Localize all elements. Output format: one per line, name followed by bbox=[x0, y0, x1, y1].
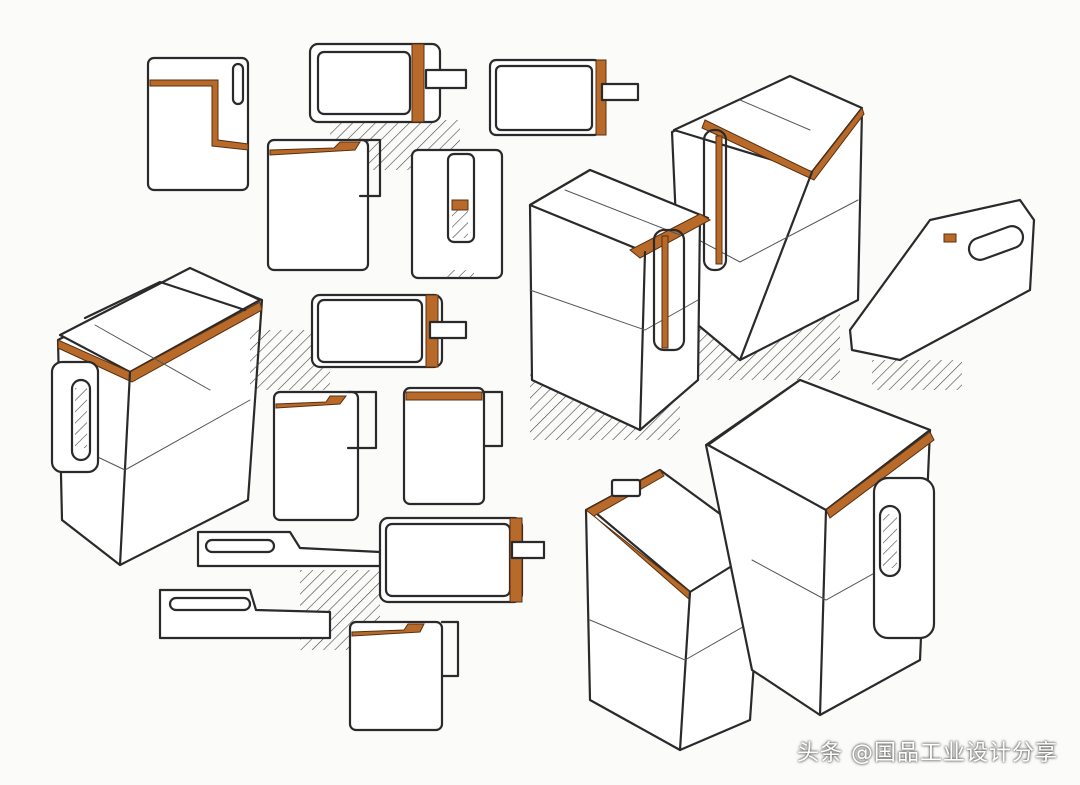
top-view-4 bbox=[378, 516, 546, 604]
perspective-center bbox=[528, 168, 712, 440]
perspective-tall bbox=[670, 74, 865, 380]
perspective-left bbox=[50, 266, 264, 567]
watermark-text: 头条 @国品工业设计分享 bbox=[797, 741, 1058, 766]
perspective-bottom-center bbox=[584, 468, 766, 752]
side-view-2 bbox=[266, 138, 382, 272]
side-view-4 bbox=[402, 386, 504, 506]
side-view-3 bbox=[272, 390, 378, 522]
perspective-bottom-right bbox=[704, 378, 936, 717]
handle-view-1 bbox=[196, 530, 382, 568]
top-view-2 bbox=[488, 58, 640, 137]
side-view-1 bbox=[146, 56, 250, 192]
perspective-handle bbox=[848, 198, 1036, 390]
top-view-3 bbox=[250, 293, 468, 390]
front-view-1 bbox=[410, 148, 504, 280]
side-view-5 bbox=[348, 620, 460, 732]
handle-view-2 bbox=[158, 570, 380, 650]
